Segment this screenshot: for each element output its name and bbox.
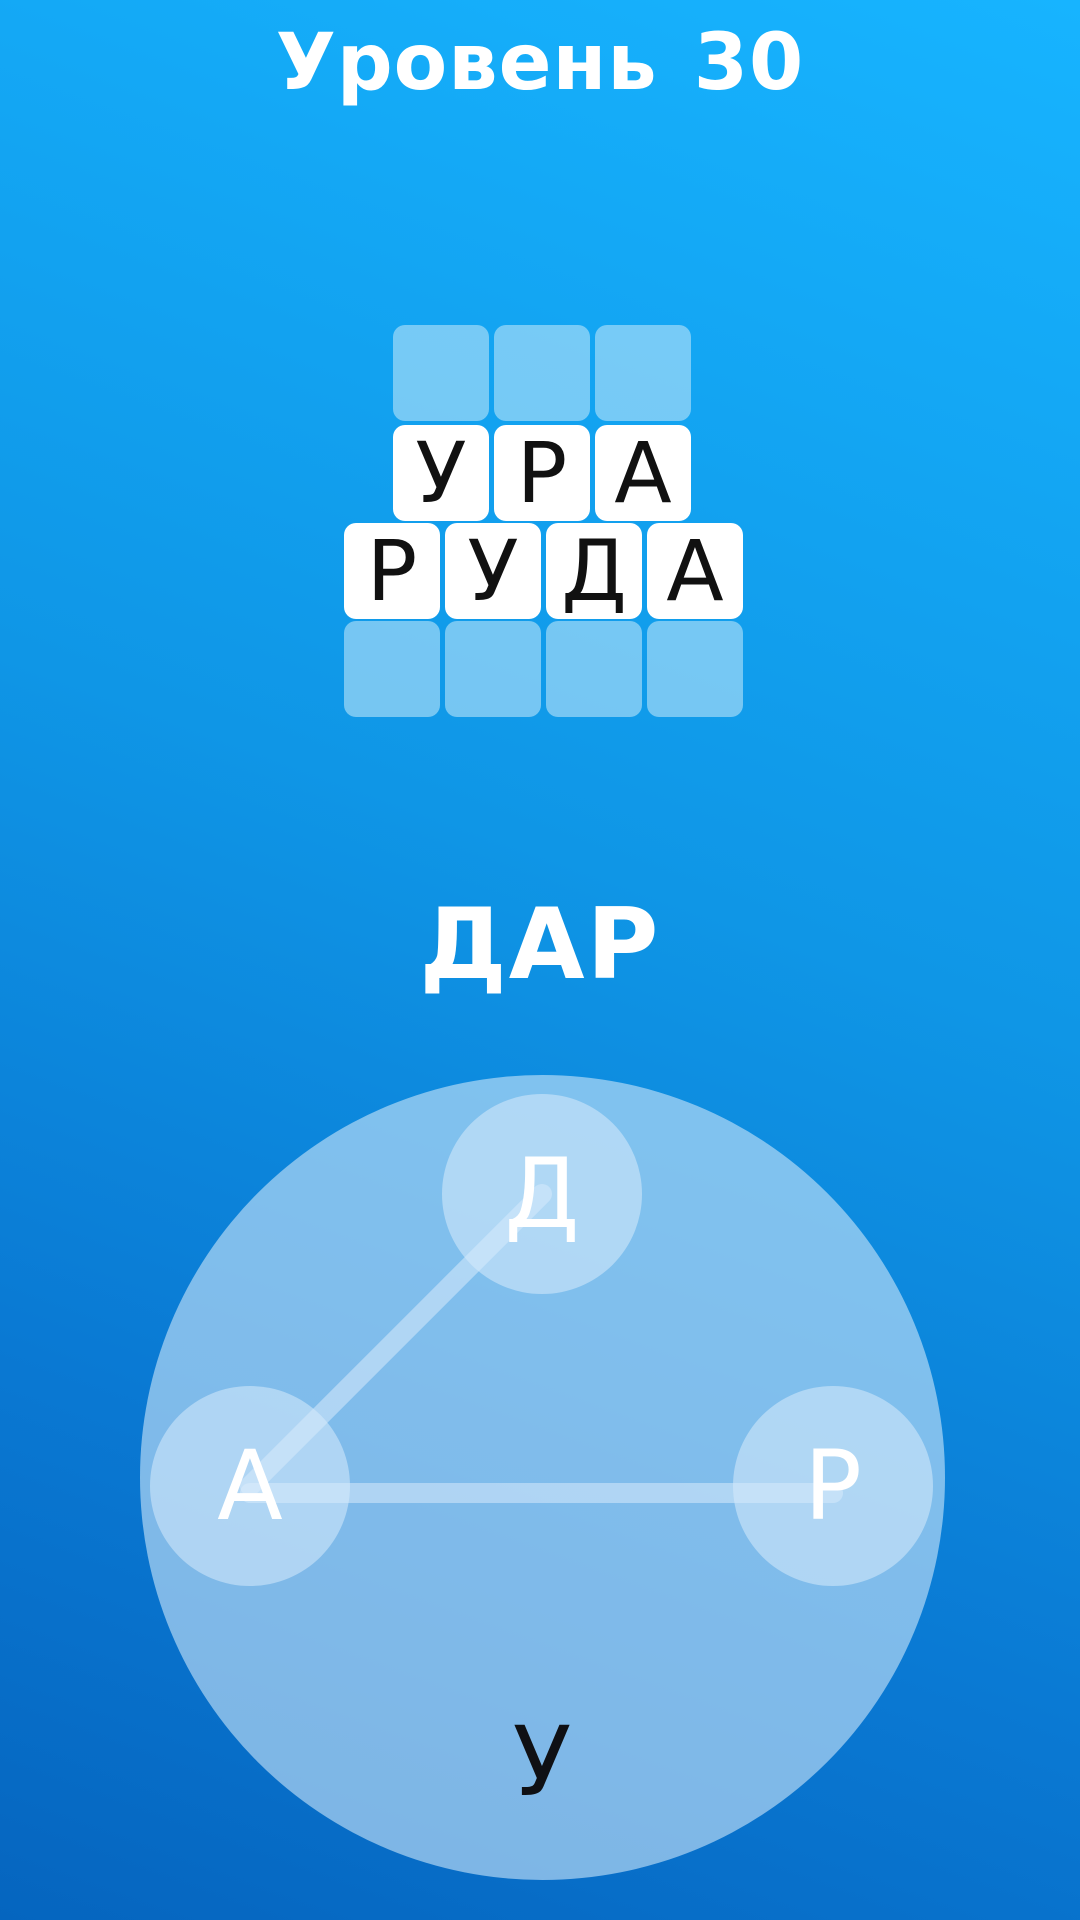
- wheel-letter-left[interactable]: А: [150, 1386, 350, 1586]
- grid-cell-letter: У: [445, 522, 541, 620]
- grid-cell-empty: [494, 325, 590, 421]
- grid-cell-empty: [344, 621, 440, 717]
- current-word-display: ДАР: [419, 888, 661, 1002]
- wheel-letter-right[interactable]: Р: [733, 1386, 933, 1586]
- grid-cell-letter: А: [595, 424, 691, 522]
- wheel-letter-top[interactable]: Д: [442, 1094, 642, 1294]
- grid-cell-letter: У: [393, 424, 489, 522]
- grid-cell-empty: [595, 325, 691, 421]
- level-number: 30: [693, 18, 805, 108]
- wheel-letter-bottom[interactable]: У: [512, 1706, 572, 1818]
- grid-cell-letter: Р: [494, 424, 590, 522]
- level-title: Уровень 30: [0, 18, 1080, 108]
- grid-cell-letter: Р: [344, 522, 440, 620]
- grid-cell-empty: [546, 621, 642, 717]
- grid-cell-empty: [647, 621, 743, 717]
- grid-cell-empty: [393, 325, 489, 421]
- grid-cell-letter: А: [647, 522, 743, 620]
- grid-cell-letter: Д: [546, 522, 642, 620]
- grid-cell-empty: [445, 621, 541, 717]
- level-label: Уровень: [275, 18, 658, 108]
